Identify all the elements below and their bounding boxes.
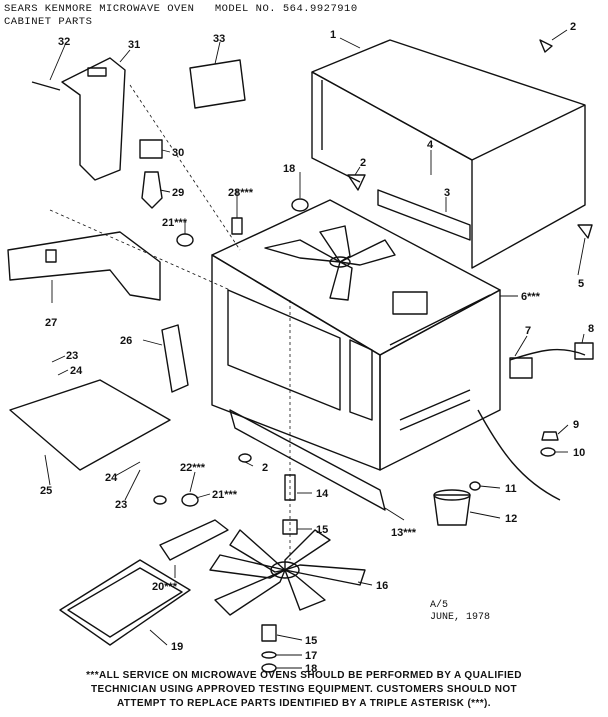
- label-part-21: 21***: [162, 217, 188, 229]
- service-note-line-1: ***ALL SERVICE ON MICROWAVE OVENS SHOULD…: [86, 670, 522, 681]
- label-part-25: 25: [40, 485, 52, 497]
- stirrer-fan: [209, 529, 366, 616]
- label-part-10: 10: [573, 447, 585, 459]
- outer-cabinet: [311, 39, 586, 269]
- label-part-32: 32: [58, 36, 70, 48]
- label-part-23: 23: [115, 499, 127, 511]
- header-title: SEARS KENMORE MICROWAVE OVEN MODEL NO. 5…: [4, 3, 358, 15]
- cover-26: [161, 324, 189, 393]
- panel-33: [189, 59, 246, 109]
- label-part-2: 2: [360, 157, 366, 169]
- label-part-7: 7: [525, 325, 531, 337]
- label-part-19: 19: [171, 641, 183, 653]
- label-part-20: 20***: [152, 581, 178, 593]
- label-part-24: 24: [105, 472, 118, 484]
- mounting-bracket: [7, 231, 161, 301]
- lamp-socket: [139, 139, 163, 159]
- label-part-21: 21***: [212, 489, 238, 501]
- label-part-1: 1: [330, 29, 336, 41]
- header-subtitle: CABINET PARTS: [4, 16, 93, 28]
- label-part-9: 9: [573, 419, 579, 431]
- label-part-26: 26: [120, 335, 132, 347]
- label-part-15: 15: [305, 635, 317, 647]
- label-part-18: 18: [305, 663, 317, 675]
- stirrer-top: [264, 225, 396, 301]
- bracket-20: [159, 519, 229, 561]
- label-part-16: 16: [376, 580, 388, 592]
- bracket-31: [61, 57, 126, 181]
- glass-tray: [59, 559, 191, 646]
- label-part-30: 30: [172, 147, 184, 159]
- label-part-13: 13***: [391, 527, 417, 539]
- label-part-23: 23: [66, 350, 78, 362]
- label-part-31: 31: [128, 39, 140, 51]
- label-part-5: 5: [578, 278, 584, 290]
- drawing-code: A/5: [430, 600, 449, 611]
- label-part-12: 12: [505, 513, 517, 525]
- label-part-2: 2: [262, 462, 268, 474]
- label-part-14: 14: [316, 488, 329, 500]
- lamp-bulb: [141, 171, 163, 209]
- label-part-2: 2: [570, 21, 576, 33]
- label-part-33: 33: [213, 33, 225, 45]
- service-note-line-2: TECHNICIAN USING APPROVED TESTING EQUIPM…: [90, 684, 518, 695]
- label-part-6: 6***: [521, 291, 541, 303]
- drawing-date: JUNE, 1978: [430, 612, 491, 623]
- label-part-17: 17: [305, 650, 317, 662]
- label-part-11: 11: [505, 483, 517, 495]
- label-part-28: 28***: [228, 187, 254, 199]
- rail-13: [229, 409, 386, 511]
- label-part-8: 8: [588, 323, 594, 335]
- control-panel: [377, 189, 471, 241]
- service-note-line-3: ATTEMPT TO REPLACE PARTS IDENTIFIED BY A…: [117, 698, 491, 709]
- label-part-27: 27: [45, 317, 57, 329]
- tray-25: [9, 379, 171, 471]
- label-part-22: 22***: [180, 462, 206, 474]
- label-part-15: 15: [316, 524, 328, 536]
- label-part-29: 29: [172, 187, 184, 199]
- oven-chassis: [211, 199, 501, 471]
- label-part-3: 3: [444, 187, 450, 199]
- capacitor: [433, 494, 471, 526]
- label-part-24: 24: [70, 365, 83, 377]
- label-part-4: 4: [427, 139, 434, 151]
- label-part-18: 18: [283, 163, 295, 175]
